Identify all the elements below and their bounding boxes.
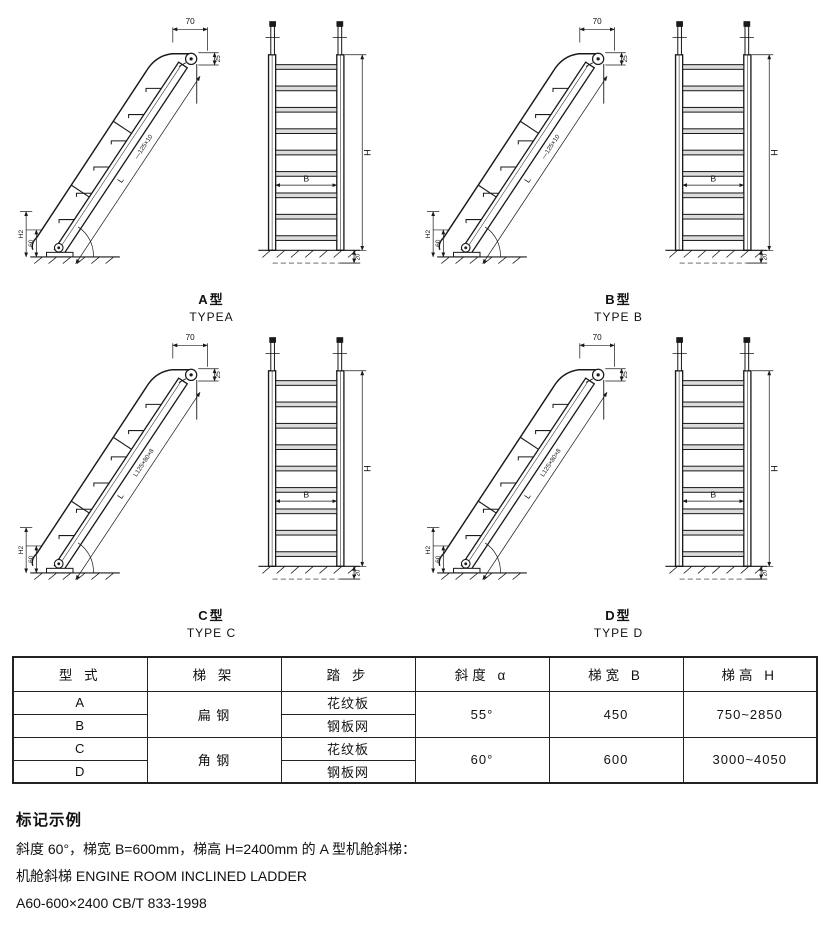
cell-frame-cd: 角 钢 xyxy=(146,736,282,784)
cell-frame-ab: 扁 钢 xyxy=(146,690,282,738)
cell-width-ab: 450 xyxy=(548,690,684,738)
cell-step-d: 钢板网 xyxy=(280,759,416,784)
table-row-c: C 角 钢 花纹板 60° 600 3000~4050 xyxy=(12,736,818,784)
table-row-a: A 扁 钢 花纹板 55° 450 750~2850 xyxy=(12,690,818,738)
cell-type-b: B xyxy=(12,713,148,738)
type-d-title-cn: D型 xyxy=(605,608,632,624)
type-d-caption: D型 TYPE D xyxy=(419,605,818,640)
type-b-caption: B型 TYPE B xyxy=(419,289,818,324)
figure-type-d: L125×80×8 D型 TYPE D xyxy=(419,328,818,640)
marking-example-name: 机舱斜梯 ENGINE ROOM INCLINED LADDER xyxy=(16,868,307,885)
type-c-caption: C型 TYPE C xyxy=(12,605,411,640)
type-b-title-cn: B型 xyxy=(605,292,632,308)
cell-type-a: A xyxy=(12,690,148,715)
type-d-title-en: TYPE D xyxy=(593,626,644,641)
marking-example-designation: A60-600×2400 CB/T 833-1998 xyxy=(16,895,207,912)
marking-example-heading: 标记示例 xyxy=(16,812,83,830)
cell-angle-cd: 60° xyxy=(414,736,550,784)
cell-height-cd: 3000~4050 xyxy=(682,736,818,784)
type-c-title-en: TYPE C xyxy=(186,626,237,641)
specification-table: 型 式 梯 架 踏 步 斜度 α 梯宽 B 梯高 H A 扁 钢 花纹板 55°… xyxy=(12,656,818,785)
cell-type-d: D xyxy=(12,759,148,784)
cell-step-a: 花纹板 xyxy=(280,690,416,715)
figures-grid: —125×10 A型 TYPEA —125×10 B型 TYPE B L125×… xyxy=(12,12,818,640)
marking-example-description: 斜度 60°，梯宽 B=600mm，梯高 H=2400mm 的 A 型机舱斜梯： xyxy=(16,841,417,858)
cell-step-b: 钢板网 xyxy=(280,713,416,738)
type-c-title-cn: C型 xyxy=(198,608,225,624)
col-header-width: 梯宽 B xyxy=(548,656,684,692)
cell-width-cd: 600 xyxy=(548,736,684,784)
col-header-frame: 梯 架 xyxy=(146,656,282,692)
col-header-angle: 斜度 α xyxy=(414,656,550,692)
col-header-type: 型 式 xyxy=(12,656,148,692)
marking-example-section: 标记示例 斜度 60°，梯宽 B=600mm，梯高 H=2400mm 的 A 型… xyxy=(16,808,816,914)
cell-angle-ab: 55° xyxy=(414,690,550,738)
type-b-drawing: —125×10 xyxy=(425,12,812,289)
type-a-drawing: —125×10 xyxy=(18,12,405,289)
cell-type-c: C xyxy=(12,736,148,761)
type-a-caption: A型 TYPEA xyxy=(12,289,411,324)
table-row-b: B 钢板网 xyxy=(12,713,817,738)
col-header-step: 踏 步 xyxy=(280,656,416,692)
col-header-height: 梯高 H xyxy=(682,656,818,692)
type-a-title-en: TYPEA xyxy=(189,310,234,325)
type-a-title-cn: A型 xyxy=(198,292,225,308)
cell-height-ab: 750~2850 xyxy=(682,690,818,738)
figure-type-c: L125×80×8 C型 TYPE C xyxy=(12,328,411,640)
type-b-title-en: TYPE B xyxy=(594,310,643,325)
table-row-d: D 钢板网 xyxy=(12,759,817,784)
table-header-row: 型 式 梯 架 踏 步 斜度 α 梯宽 B 梯高 H xyxy=(12,656,818,692)
figure-type-a: —125×10 A型 TYPEA xyxy=(12,12,411,324)
cell-step-c: 花纹板 xyxy=(280,736,416,761)
type-d-drawing: L125×80×8 xyxy=(425,328,812,605)
figure-type-b: —125×10 B型 TYPE B xyxy=(419,12,818,324)
type-c-drawing: L125×80×8 xyxy=(18,328,405,605)
